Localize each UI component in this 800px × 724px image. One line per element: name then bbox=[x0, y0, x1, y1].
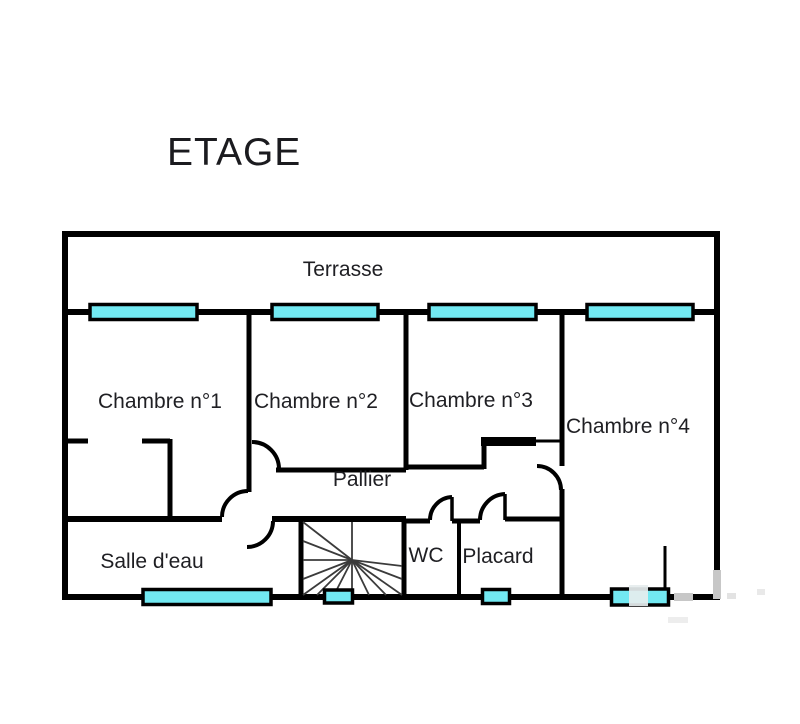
window-stairs bbox=[322, 588, 355, 605]
window-placard bbox=[480, 587, 512, 606]
window-chambre2 bbox=[270, 302, 380, 322]
stair-step-line bbox=[351, 559, 403, 596]
watermark-remnants bbox=[629, 570, 765, 623]
watermark-patch bbox=[674, 593, 693, 601]
door-arc-chambre2 bbox=[251, 440, 281, 470]
wall-thick-segment bbox=[481, 437, 536, 446]
window-chambre1 bbox=[88, 302, 199, 322]
window-chambre4 bbox=[585, 302, 695, 322]
stair-step-line bbox=[302, 521, 353, 561]
room-label-pallier: Pallier bbox=[332, 468, 392, 491]
watermark-patch bbox=[668, 617, 688, 623]
door-arc-chambre1 bbox=[220, 489, 249, 518]
room-label-salle-eau: Salle d'eau bbox=[100, 550, 204, 573]
room-label-chambre-3: Chambre n°3 bbox=[409, 389, 533, 412]
watermark-patch bbox=[713, 570, 721, 599]
watermark-patch bbox=[727, 593, 736, 599]
staircase bbox=[302, 521, 403, 596]
watermark-patch bbox=[757, 589, 765, 595]
stair-step-line bbox=[351, 559, 403, 580]
page-title: ETAGE bbox=[167, 131, 302, 174]
room-label-chambre-1: Chambre n°1 bbox=[98, 390, 222, 413]
watermark-patch bbox=[629, 585, 648, 606]
stair-step-line bbox=[351, 559, 370, 596]
window-salle-eau bbox=[141, 587, 273, 607]
stair-step-line bbox=[302, 559, 353, 580]
room-label-placard: Placard bbox=[462, 545, 534, 568]
door-arc-salle-eau bbox=[246, 520, 275, 549]
stair-step-line bbox=[351, 559, 387, 596]
doors bbox=[220, 440, 563, 549]
room-label-chambre-4: Chambre n°4 bbox=[566, 415, 690, 438]
window-chambre3 bbox=[427, 302, 538, 322]
room-label-wc: WC bbox=[408, 544, 444, 567]
stair-step-line bbox=[351, 559, 403, 567]
windows bbox=[88, 302, 695, 607]
door-arc-placard bbox=[478, 492, 506, 521]
stair-step-line bbox=[302, 559, 353, 596]
room-label-terrasse: Terrasse bbox=[302, 258, 384, 281]
door-arc-chambre4 bbox=[536, 464, 563, 491]
door-arc-wc bbox=[427, 495, 453, 521]
room-label-chambre-2: Chambre n°2 bbox=[254, 390, 378, 413]
stair-step-line bbox=[302, 540, 353, 561]
